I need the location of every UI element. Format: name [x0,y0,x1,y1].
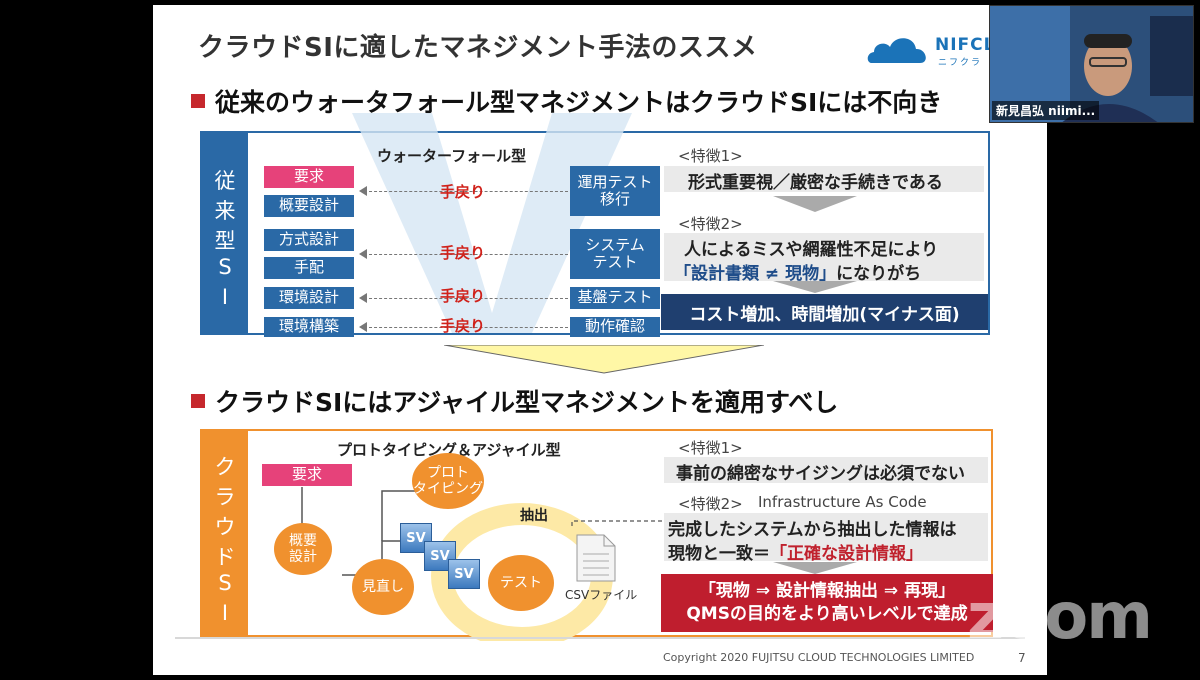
down-arrow-icon [773,196,857,212]
heading-traditional: 従来のウォータフォール型マネジメントはクラウドSIには不向き [191,83,942,119]
cloud-result-line1: 「現物 ⇒ 設計情報抽出 ⇒ 再現」 [698,581,956,602]
cloud-feature2-line2: 現物と一致＝「正確な設計情報」 [668,539,923,564]
traditional-feature1-text: 形式重要視／厳密な手続きである [688,173,943,193]
bullet-square-icon [191,394,205,408]
feature-bar [664,457,988,483]
rework-arrow-line [364,191,568,192]
cloud-result-banner: 「現物 ⇒ 設計情報抽出 ⇒ 再現」 QMSの目的をより高いレベルで達成 [661,574,993,632]
rework-arrow-line [364,298,568,299]
step-operation-check: 動作確認 [570,317,660,337]
zoom-watermark-logo: zoom [967,580,1153,654]
feature-bar [664,513,988,561]
step-env-build: 環境構築 [264,317,354,337]
step-env-design: 環境設計 [264,287,354,309]
traditional-result-banner: コスト増加、時間増加(マイナス面) [661,294,988,330]
slide-title: クラウドSIに適したマネジメント手法のススメ [198,33,758,63]
side-char: S [218,571,232,595]
cloud-result-line2: QMSの目的をより高いレベルで達成 [686,604,968,624]
traditional-feature2-label: <特徴2> [678,215,743,233]
v-model-background-shape [352,113,632,333]
traditional-feature2-line1: 人によるミスや網羅性不足により [684,240,939,260]
heading-cloud: クラウドSIにはアジャイル型マネジメントを適用すべし [191,383,838,419]
footer-divider [175,637,1025,639]
feature-bar [664,233,984,281]
side-char: 来 [214,199,236,223]
side-char: 従 [214,169,236,193]
arrow-left-icon [359,249,367,259]
cloud-feature2-prefix: 現物と一致＝ [668,544,770,564]
down-arrow-icon [773,281,857,293]
rework-label: 手戻り [440,287,486,305]
cycle-review: 見直し [352,559,414,615]
side-char: 型 [214,229,236,253]
cloud-requirement: 要求 [262,464,352,486]
step-system-test: システム テスト [570,229,660,279]
cycle-basic-design: 概要 設計 [274,523,332,575]
csv-file-label: CSVファイル [565,588,638,602]
traditional-feature1-label: <特徴1> [678,147,743,165]
side-char: ク [214,455,236,479]
waterfall-title: ウォーターフォール型 [377,147,527,165]
logo-subtext: ニフクラ [938,58,983,68]
big-down-arrow-icon [444,345,764,374]
cloud-logo-icon [867,38,926,63]
traditional-feature2-line2: 「設計書類 ≠ 現物」になりがち [674,259,921,284]
cycle-test: テスト [488,555,554,611]
extract-label: 抽出 [520,508,548,524]
step-basic-design: 概要設計 [264,195,354,217]
bullet-square-icon [191,94,205,108]
step-requirement: 要求 [264,166,354,188]
side-char: ド [214,545,236,569]
csv-document-icon [576,534,616,582]
cloud-feature1-label: <特徴1> [678,439,743,457]
rework-arrow-line [364,327,568,328]
copyright-text: Copyright 2020 FUJITSU CLOUD TECHNOLOGIE… [663,651,975,664]
cloud-feature2-sub: Infrastructure As Code [758,493,927,511]
down-arrow-icon [773,562,857,574]
cloud-feature2-label: <特徴2> [678,495,743,513]
cloud-side-label: ク ラ ウ ド S I [202,431,248,635]
agile-title: プロトタイピング＆アジャイル型 [337,441,561,459]
traditional-si-panel: 従 来 型 S I ウォーターフォール型 要求 概要設計 方式設計 手配 環境設… [200,113,990,337]
cloud-feature2-line1: 完成したシステムから抽出した情報は [668,520,957,540]
traditional-side-label: 従 来 型 S I [202,133,248,333]
heading-cloud-text: クラウドSIにはアジャイル型マネジメントを適用すべし [215,388,839,417]
cloud-si-panel: ク ラ ウ ド S I プロトタイピング＆アジャイル型 要求 概要 設計 プロト… [200,429,993,641]
side-char: ウ [214,515,236,539]
side-char: I [221,601,229,625]
arrow-left-icon [359,293,367,303]
arrow-left-icon [359,322,367,332]
page-number: 7 [1018,651,1026,665]
traditional-feature2-highlight: 「設計書類 ≠ 現物」 [674,264,837,284]
cloud-feature2-highlight: 「正確な設計情報」 [770,544,923,564]
feature-bar [664,166,984,192]
step-infra-test: 基盤テスト [570,287,660,309]
side-char: ラ [214,485,236,509]
rework-label: 手戻り [440,317,486,335]
rework-label: 手戻り [440,244,486,262]
cycle-prototyping: プロト タイピング [412,453,484,509]
heading-traditional-text: 従来のウォータフォール型マネジメントはクラウドSIには不向き [215,88,943,117]
participant-video-tile[interactable]: 新見昌弘 niimi... [989,5,1194,123]
side-char: I [221,285,229,309]
cloud-feature1-text: 事前の綿密なサイジングは必須でない [676,464,965,484]
participant-name-label: 新見昌弘 niimi... [992,101,1100,120]
server-icon: SV [448,559,480,589]
step-method-design: 方式設計 [264,229,354,251]
arrow-left-icon [359,186,367,196]
traditional-feature2-suffix: になりがち [836,264,922,284]
step-operation-test: 運用テスト 移行 [570,166,660,216]
rework-arrow-line [364,254,568,255]
step-procurement: 手配 [264,257,354,279]
slide: クラウドSIに適したマネジメント手法のススメ NIFCLO ニフクラ 従来のウォ… [153,5,1047,675]
side-char: S [218,255,232,279]
rework-label: 手戻り [440,183,486,201]
